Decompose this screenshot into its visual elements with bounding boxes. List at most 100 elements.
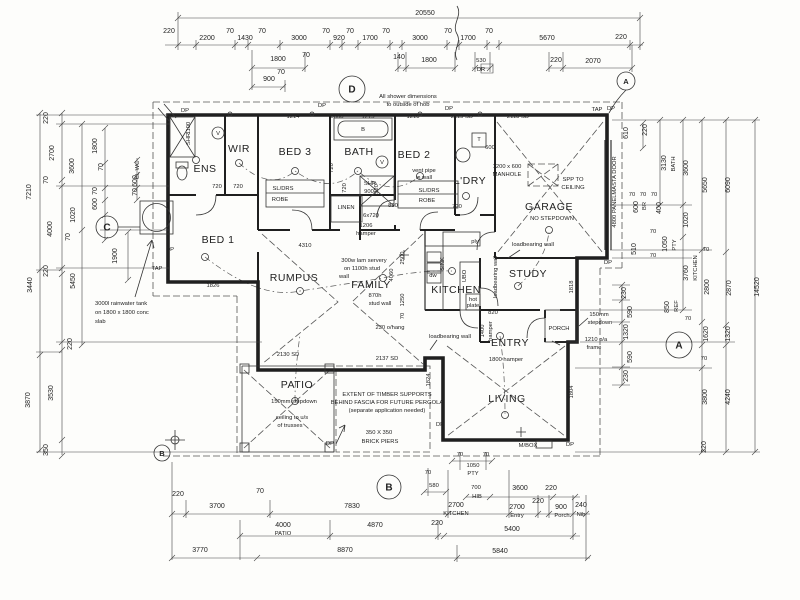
dimension-text: 3600	[512, 485, 528, 492]
annotation-text: 150mm stepdown	[271, 399, 317, 405]
dimension-text: 70	[485, 28, 493, 35]
annotation-text: 2500	[400, 252, 406, 265]
roof-eave-lines	[152, 101, 623, 457]
dimension-text: 70	[132, 188, 139, 196]
annotation-text: V	[216, 131, 220, 137]
room-label: PORCH	[549, 326, 570, 332]
dimension-text: 70	[256, 488, 264, 495]
room-label: BED 2	[398, 149, 431, 161]
annotation-text: 350 X 350	[366, 430, 392, 436]
rainwater-tank-icon	[139, 200, 174, 235]
annotation-text: 1826	[207, 283, 220, 289]
annotation-text: MANHOLE	[493, 172, 522, 178]
room-label: BED 1	[202, 234, 235, 246]
break-line	[454, 5, 460, 61]
dimension-text: 580	[429, 483, 439, 489]
annotation-text: T	[477, 137, 481, 143]
dimension-text: 2700	[49, 145, 56, 161]
dimension-text: 1700	[362, 35, 378, 42]
dimension-text: 70	[382, 28, 390, 35]
annotation-text: ceiling to u/s	[276, 415, 308, 421]
dimension-text: 4000	[275, 522, 291, 529]
annotation-text: 1824	[426, 373, 432, 387]
annotation-text: SHR	[186, 133, 192, 145]
dimension-text: 6090	[725, 177, 732, 193]
dimension-text: 2070	[585, 58, 601, 65]
dimension-text: 220	[550, 57, 562, 64]
annotation-text: in wall	[416, 175, 432, 181]
annotation-text: wall	[338, 274, 349, 280]
dimension-text: 70	[685, 316, 691, 322]
dimension-text: DP	[166, 247, 174, 253]
annotation-text: B	[361, 127, 365, 133]
grid-marker-label: A	[675, 341, 682, 352]
bathtub-icon	[333, 117, 393, 141]
dimension-text: PATIO	[275, 531, 292, 537]
dimension-text: 4240	[725, 389, 732, 405]
fixtures	[118, 89, 627, 453]
dimension-text: 700	[471, 485, 481, 491]
dimension-text: 70	[277, 69, 285, 76]
dimension-text: 70	[457, 452, 463, 458]
annotation-text: ply	[471, 239, 479, 245]
dimension-text: CL WC	[135, 161, 141, 179]
dimension-text: 5400	[504, 526, 520, 533]
dimension-text: 1900	[112, 248, 119, 264]
room-label: LIVING	[488, 393, 525, 405]
dimension-text: TAP	[152, 266, 163, 272]
dimension-text: 600	[633, 201, 640, 213]
annotation-text: SHR	[364, 181, 376, 187]
annotation-text: (separate application needed)	[349, 408, 426, 414]
dimension-text: 70	[65, 233, 72, 241]
dimension-text: 1320	[623, 324, 630, 340]
annotation-text: DP	[604, 260, 612, 266]
dimension-text: 3440	[27, 277, 34, 293]
annotation-text: 2130 SD	[277, 352, 300, 358]
dimension-text: 4000	[47, 221, 54, 237]
grid-marker-circle	[153, 444, 171, 462]
dimension-text: 14520	[754, 277, 761, 297]
annotation-text: 1800 hamper	[489, 357, 523, 363]
dimension-text: 1050	[662, 236, 669, 252]
dimension-text: All shower dimensions	[379, 94, 437, 100]
dimension-text: KITCHEN	[693, 255, 699, 280]
dimension-text: 2700	[509, 504, 525, 511]
dimension-text: 850	[664, 301, 671, 313]
annotation-text: ROBE	[272, 197, 289, 203]
annotation-text: SL/DRS	[419, 188, 440, 194]
dimension-text: 70	[444, 28, 452, 35]
annotation-text: hamper	[488, 321, 494, 341]
grid-marker-label: A	[623, 77, 629, 86]
dimension-text: 600	[92, 198, 99, 210]
dimension-text: 610	[623, 127, 630, 139]
dimension-text: 1430	[237, 35, 253, 42]
annotation-text: 600	[485, 145, 495, 151]
dimension-text: DR	[477, 67, 485, 73]
dimension-text: 220	[172, 491, 184, 498]
annotation-text: EXTENT OF TIMBER SUPPORTS	[342, 392, 431, 398]
dimension-text: 2118 SD	[507, 114, 529, 120]
dimension-text: on 1800 x 1800 conc	[95, 310, 149, 316]
dimension-text: 7830	[344, 503, 360, 510]
annotation-text: 1210 o/a	[585, 337, 608, 343]
dimension-text: 1320	[725, 326, 732, 342]
room-label: L'DRY	[454, 175, 486, 187]
dimension-text: 70	[701, 356, 707, 362]
dimension-text: 2200	[199, 35, 215, 42]
annotation-text: 820	[388, 203, 398, 209]
cross-icon	[516, 427, 526, 437]
dimension-text: 70	[92, 187, 99, 195]
annotation-text: DP	[436, 422, 444, 428]
room-label: NO STEPDOWN	[530, 216, 574, 222]
room-label: ENTRY	[491, 337, 529, 349]
dimension-text: 220	[43, 265, 50, 277]
grid-marker-circle	[616, 71, 636, 91]
annotation-text: 820	[488, 310, 498, 316]
dimension-text: 220	[642, 124, 649, 136]
dimension-text: 1050	[467, 463, 480, 469]
dimension-text: 1215	[362, 114, 375, 120]
vanity-icon	[211, 126, 225, 140]
room-label: STUDY	[509, 268, 547, 280]
annotation-text: V	[380, 160, 384, 166]
